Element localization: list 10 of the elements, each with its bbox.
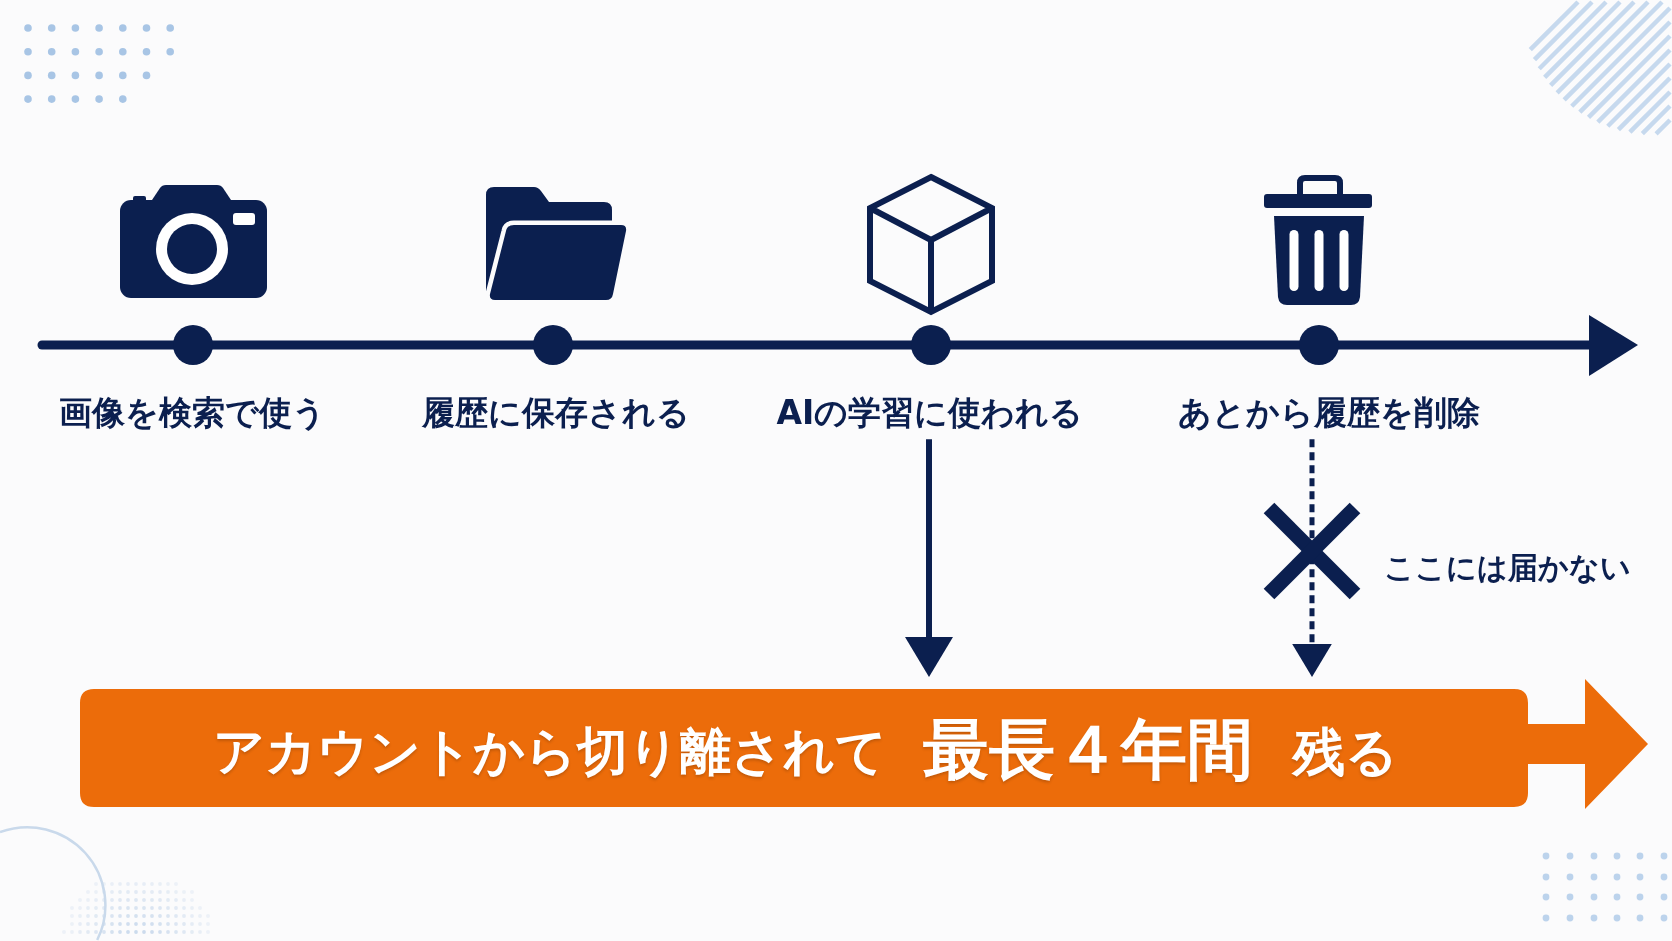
banner-text: アカウントから切り離されて <box>213 721 887 783</box>
step-label: あとから履歴を削除 <box>1178 392 1480 434</box>
banner-text: 最長４年間 <box>923 710 1253 790</box>
banner-text: 残る <box>1293 720 1398 784</box>
step-label: AIの学習に使われる <box>776 392 1084 434</box>
step-label: 履歴に保存される <box>422 392 690 434</box>
dashed-arrow <box>1292 439 1332 677</box>
note-text: ここには届かない <box>1384 550 1631 586</box>
step-label: 画像を検索で使う <box>58 392 326 434</box>
arrow <box>905 439 953 677</box>
